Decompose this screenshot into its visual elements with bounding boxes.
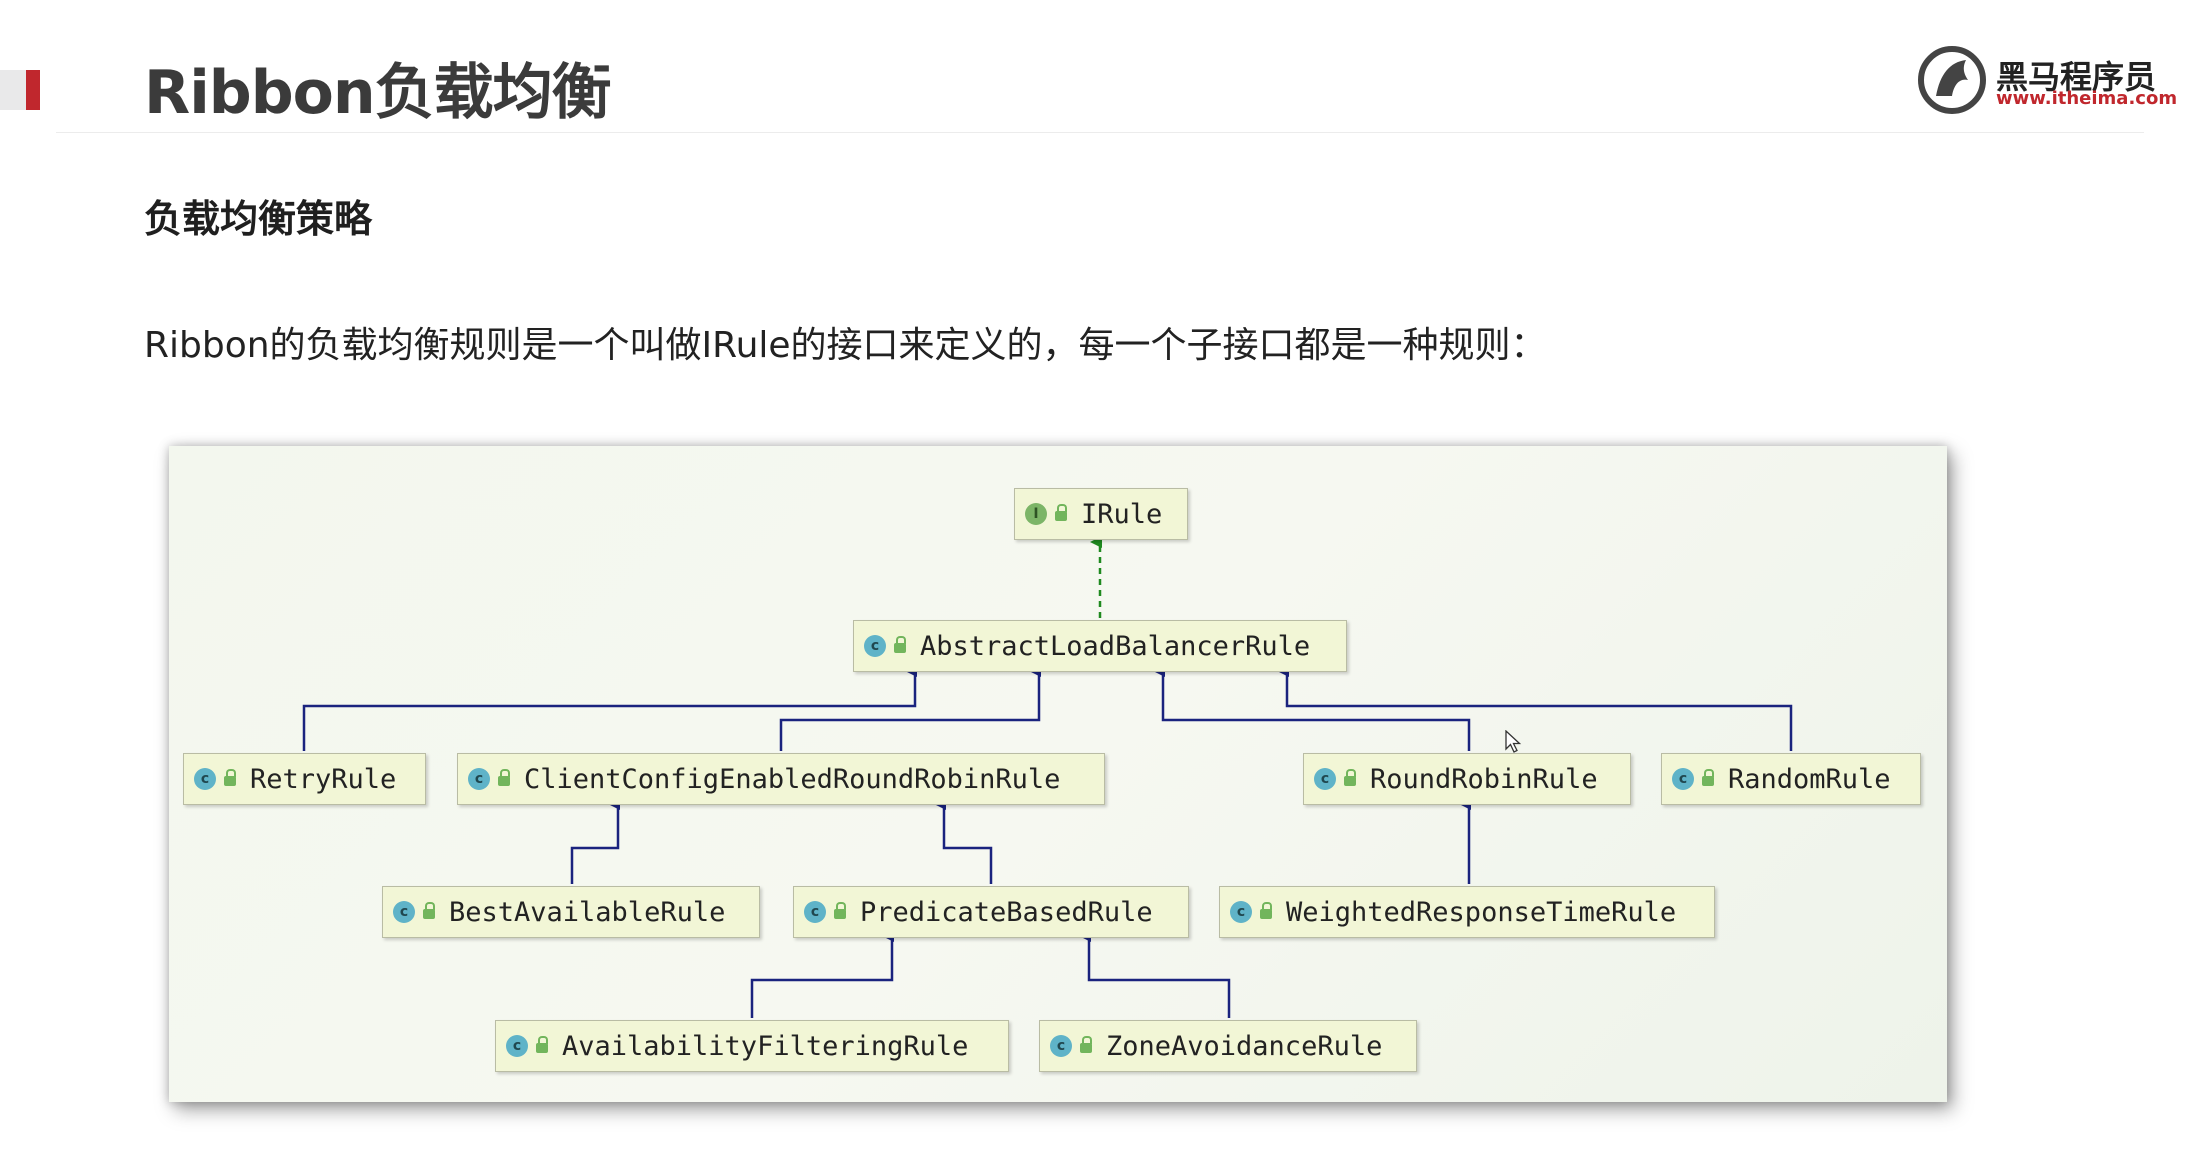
node-label: BestAvailableRule bbox=[449, 896, 726, 928]
lock-icon bbox=[536, 1036, 548, 1053]
node-label: RoundRobinRule bbox=[1370, 763, 1598, 795]
class-hierarchy-diagram: I IRule c AbstractLoadBalancerRule c Ret… bbox=[169, 446, 1947, 1102]
interface-icon: I bbox=[1025, 503, 1047, 525]
node-abstract-load-balancer-rule[interactable]: c AbstractLoadBalancerRule bbox=[853, 620, 1347, 672]
lock-icon bbox=[834, 902, 846, 919]
node-availability-filtering-rule[interactable]: c AvailabilityFilteringRule bbox=[495, 1020, 1009, 1072]
node-predicate-based-rule[interactable]: c PredicateBasedRule bbox=[793, 886, 1189, 938]
lock-icon bbox=[894, 636, 906, 653]
logo-name: 黑马程序员 bbox=[1996, 58, 2157, 96]
lock-icon bbox=[224, 769, 236, 786]
lock-icon bbox=[1702, 769, 1714, 786]
node-label: AvailabilityFilteringRule bbox=[562, 1030, 969, 1062]
horse-head-icon bbox=[1918, 46, 1986, 114]
diagram-edges bbox=[302, 536, 1793, 1018]
mouse-cursor-icon bbox=[1505, 730, 1522, 753]
node-label: RandomRule bbox=[1728, 763, 1891, 795]
edge-retry-extends-abstract bbox=[302, 665, 917, 751]
node-label: AbstractLoadBalancerRule bbox=[920, 630, 1311, 662]
node-label: ZoneAvoidanceRule bbox=[1106, 1030, 1383, 1062]
edge-random-extends-abstract bbox=[1277, 665, 1793, 751]
lock-icon bbox=[1260, 902, 1272, 919]
class-icon: c bbox=[393, 901, 415, 923]
node-retry-rule[interactable]: c RetryRule bbox=[183, 753, 426, 805]
node-label: PredicateBasedRule bbox=[860, 896, 1153, 928]
node-label: WeightedResponseTimeRule bbox=[1286, 896, 1677, 928]
class-icon: c bbox=[1672, 768, 1694, 790]
node-irule[interactable]: I IRule bbox=[1014, 488, 1188, 540]
node-zone-avoidance-rule[interactable]: c ZoneAvoidanceRule bbox=[1039, 1020, 1417, 1072]
class-icon: c bbox=[1050, 1035, 1072, 1057]
slide-title: Ribbon负载均衡 bbox=[144, 58, 612, 128]
edge-clientconfig-extends-abstract bbox=[779, 665, 1041, 751]
abstract-class-icon: c bbox=[864, 635, 886, 657]
node-round-robin-rule[interactable]: c RoundRobinRule bbox=[1303, 753, 1631, 805]
node-label: RetryRule bbox=[250, 763, 397, 795]
lock-icon bbox=[1344, 769, 1356, 786]
edge-zone-extends-predicate bbox=[1079, 930, 1231, 1018]
lock-icon bbox=[498, 769, 510, 786]
node-client-config-enabled-round-robin-rule[interactable]: c ClientConfigEnabledRoundRobinRule bbox=[457, 753, 1105, 805]
node-best-available-rule[interactable]: c BestAvailableRule bbox=[382, 886, 760, 938]
edge-predicate-extends-clientconfig bbox=[934, 798, 993, 884]
edge-roundrobin-extends-abstract bbox=[1153, 665, 1471, 751]
edge-availability-extends-predicate bbox=[750, 930, 894, 1018]
logo-url[interactable]: www.itheima.com bbox=[1996, 88, 2178, 109]
class-icon: c bbox=[1230, 901, 1252, 923]
description-text: Ribbon的负载均衡规则是一个叫做IRule的接口来定义的，每一个子接口都是一… bbox=[144, 325, 1547, 366]
lock-icon bbox=[1080, 1036, 1092, 1053]
node-weighted-response-time-rule[interactable]: c WeightedResponseTimeRule bbox=[1219, 886, 1715, 938]
lock-icon bbox=[423, 902, 435, 919]
accent-bar bbox=[0, 70, 40, 110]
node-label: IRule bbox=[1081, 498, 1163, 530]
title-divider bbox=[56, 132, 2144, 133]
node-label: ClientConfigEnabledRoundRobinRule bbox=[524, 763, 1061, 795]
section-heading: 负载均衡策略 bbox=[144, 197, 373, 241]
class-icon: c bbox=[1314, 768, 1336, 790]
abstract-class-icon: c bbox=[804, 901, 826, 923]
class-icon: c bbox=[506, 1035, 528, 1057]
edge-bestavailable-extends-clientconfig bbox=[570, 798, 620, 884]
lock-icon bbox=[1055, 504, 1067, 521]
class-icon: c bbox=[468, 768, 490, 790]
node-random-rule[interactable]: c RandomRule bbox=[1661, 753, 1921, 805]
class-icon: c bbox=[194, 768, 216, 790]
